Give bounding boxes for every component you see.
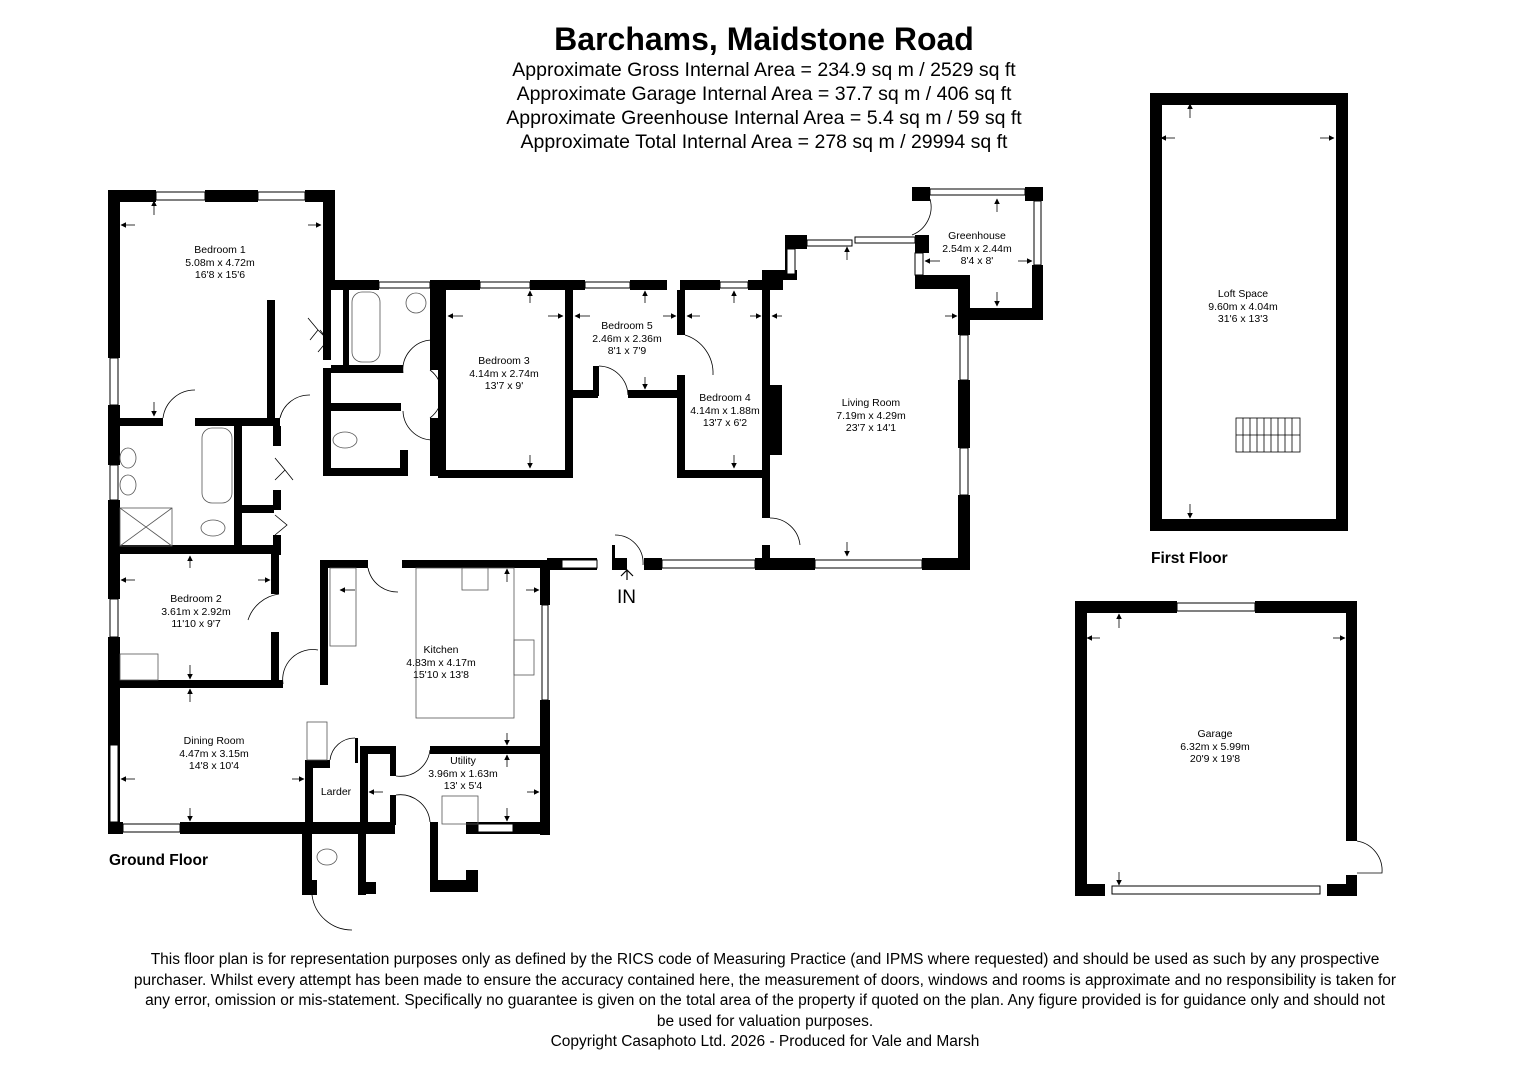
ground-floor-walls [108,187,1043,895]
room-imperial: 23'7 x 14'1 [845,422,897,434]
gross-internal-area: Approximate Gross Internal Area = 234.9 … [512,59,1016,81]
room-metric: 3.61m x 2.92m [161,605,231,618]
room-bedroom-5: Bedroom 5 2.46m x 2.36m 8'1 x 7'9 [592,320,661,358]
room-name: Bedroom 5 [601,320,653,332]
greenhouse-internal-area: Approximate Greenhouse Internal Area = 5… [506,107,1022,129]
shower-tray [119,507,173,547]
room-name: Larder [320,786,352,798]
room-larder: Larder [321,786,351,799]
first-floor-label: First Floor [1151,550,1228,567]
room-imperial: 8'4 x 8' [960,255,994,267]
room-dining-room: Dining Room 4.47m x 3.15m 14'8 x 10'4 [179,735,248,773]
entrance-arrow-icon [620,569,634,580]
room-name: Dining Room [183,735,245,747]
room-imperial: 13'7 x 6'2 [702,417,748,429]
room-metric: 3.96m x 1.63m [428,767,498,780]
room-imperial: 13' x 5'4 [443,780,483,792]
room-bedroom-2: Bedroom 2 3.61m x 2.92m 11'10 x 9'7 [161,593,230,631]
room-imperial: 13'7 x 9' [484,380,524,392]
room-metric: 2.46m x 2.36m [592,332,662,345]
disclaimer-line: purchaser. Whilst every attempt has been… [133,971,1397,989]
garage-walls [1075,601,1357,896]
total-internal-area: Approximate Total Internal Area = 278 sq… [520,131,1008,153]
room-loft-space: Loft Space 9.60m x 4.04m 31'6 x 13'3 [1208,288,1277,326]
fixtures [119,291,535,866]
entrance-label: IN [617,587,636,608]
garage-door [1111,885,1321,895]
disclaimer-line: be used for valuation purposes. [656,1012,874,1030]
room-name: Bedroom 2 [170,593,222,605]
room-metric: 4.14m x 2.74m [469,367,539,380]
dimension-arrows [120,103,1346,886]
room-imperial: 16'8 x 15'6 [194,269,246,281]
room-bedroom-3: Bedroom 3 4.14m x 2.74m 13'7 x 9' [469,355,538,393]
room-imperial: 20'9 x 19'8 [1189,753,1241,765]
garage-internal-area: Approximate Garage Internal Area = 37.7 … [516,83,1012,105]
room-metric: 7.19m x 4.29m [836,409,906,422]
ground-floor-label: Ground Floor [109,852,209,869]
room-metric: 4.47m x 3.15m [179,747,249,760]
room-name: Garage [1197,728,1233,740]
room-imperial: 11'10 x 9'7 [171,618,221,630]
bath-fixture [351,291,381,363]
disclaimer-line: any error, omission or mis-statement. Sp… [145,992,1385,1009]
room-kitchen: Kitchen 4.83m x 4.17m 15'10 x 13'8 [406,644,475,682]
room-metric: 9.60m x 4.04m [1208,300,1278,313]
room-name: Bedroom 3 [478,355,530,367]
disclaimer-footer: This floor plan is for representation pu… [80,950,1450,1053]
room-imperial: 14'8 x 10'4 [188,760,240,772]
room-bedroom-4: Bedroom 4 4.14m x 1.88m 13'7 x 6'2 [690,392,759,430]
room-garage: Garage 6.32m x 5.99m 20'9 x 19'8 [1180,728,1249,766]
room-imperial: 8'1 x 7'9 [607,345,647,357]
room-name: Living Room [841,397,901,409]
room-greenhouse: Greenhouse 2.54m x 2.44m 8'4 x 8' [942,230,1011,268]
room-name: Bedroom 4 [699,392,751,404]
room-imperial: 31'6 x 13'3 [1217,313,1269,325]
room-metric: 4.14m x 1.88m [690,404,760,417]
plan-header: Barchams, Maidstone Road Approximate Gro… [0,20,1528,154]
sink-fixture [119,653,159,681]
loft-stairs [1235,417,1301,453]
first-floor-loft-walls [1150,93,1348,531]
room-name: Greenhouse [948,230,1006,242]
room-imperial: 15'10 x 13'8 [413,669,469,681]
room-metric: 2.54m x 2.44m [942,242,1012,255]
garage-side-door [1356,840,1383,874]
room-living-room: Living Room 7.19m x 4.29m 23'7 x 14'1 [836,397,905,435]
hob-fixture [461,567,489,591]
copyright-text: Copyright Casaphoto Ltd. 2026 - Produced… [550,1033,980,1050]
room-metric: 5.08m x 4.72m [185,256,255,269]
room-name: Loft Space [1217,288,1269,300]
room-metric: 6.32m x 5.99m [1180,740,1250,753]
room-name: Bedroom 1 [194,244,246,256]
room-metric: 4.83m x 4.17m [406,656,476,669]
disclaimer-line: This floor plan is for representation pu… [150,951,1380,968]
garage-window [1176,602,1256,612]
room-name: Kitchen [423,644,459,656]
windows [109,188,1042,833]
property-title: Barchams, Maidstone Road [554,21,974,57]
room-bedroom-1: Bedroom 1 5.08m x 4.72m 16'8 x 15'6 [185,244,254,282]
room-name: Utility [450,755,476,767]
door-swings [162,198,932,931]
room-utility: Utility 3.96m x 1.63m 13' x 5'4 [428,755,497,793]
